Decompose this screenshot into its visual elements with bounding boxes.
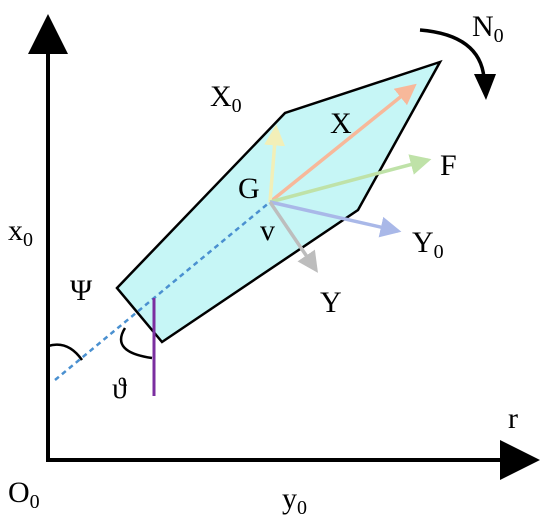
label-O0: O0 — [8, 476, 40, 513]
label-F: F — [440, 149, 457, 182]
label-X: X — [330, 107, 352, 140]
label-x0: x0 — [8, 214, 33, 251]
label-y0: y0 — [282, 482, 307, 519]
vector-F — [269, 154, 432, 204]
label-v: v — [260, 214, 275, 247]
theta-angle-arc — [119, 327, 153, 360]
label-Y0: Y0 — [412, 226, 444, 263]
vector-X — [268, 83, 417, 204]
label-G: G — [238, 172, 260, 205]
label-theta: ϑ — [112, 372, 127, 405]
heading-line — [54, 201, 271, 381]
vector-Y0 — [269, 200, 402, 238]
label-X0: X0 — [210, 80, 242, 117]
rotation-arrowhead — [474, 74, 496, 100]
label-psi: Ψ — [70, 274, 93, 307]
label-N0: N0 — [472, 10, 504, 47]
label-r: r — [508, 402, 518, 435]
vector-X0 — [264, 124, 286, 203]
psi-angle-arc — [47, 343, 84, 361]
label-Y: Y — [320, 286, 342, 319]
rotation-arrow — [419, 28, 486, 79]
vector-Y — [268, 201, 318, 273]
